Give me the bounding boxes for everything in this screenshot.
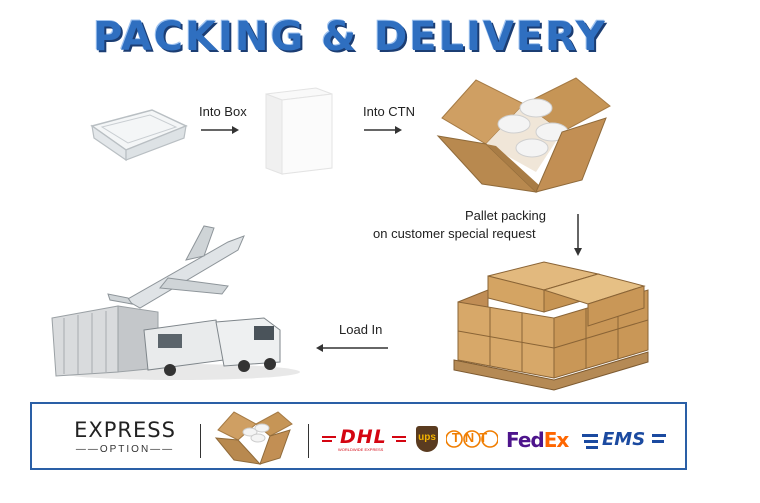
pallet-boxes-image (453, 261, 649, 391)
carton-box-image (436, 77, 611, 193)
white-box-image (265, 87, 333, 175)
ups-label: ups (418, 432, 436, 443)
page-title: PACKING & DELIVERY (93, 14, 607, 60)
express-option-panel: EXPRESS ——OPTION—— DHL WORLDWIDE EXPRESS… (30, 402, 687, 470)
right-arrow-icon (364, 126, 402, 134)
customer-request-label: on customer special request (373, 226, 536, 241)
carton-box-small-image (214, 411, 293, 465)
left-arrow-icon (316, 344, 388, 352)
fedex-logo: FedEx (506, 428, 569, 452)
down-arrow-icon (574, 214, 582, 256)
pallet-packing-label: Pallet packing (465, 208, 546, 223)
divider (200, 424, 201, 458)
tnt-logo: TNT (446, 428, 498, 450)
right-arrow-icon (201, 126, 239, 134)
load-in-label: Load In (339, 322, 383, 337)
ems-logo: EMS (582, 428, 666, 452)
express-option-logo: EXPRESS ——OPTION—— (66, 418, 184, 455)
divider (308, 424, 309, 458)
express-word: EXPRESS (74, 418, 176, 442)
plastic-tray-image (90, 109, 188, 162)
into-box-label: Into Box (199, 104, 247, 119)
into-ctn-label: Into CTN (363, 104, 416, 119)
dhl-logo: DHL WORLDWIDE EXPRESS (322, 426, 406, 452)
dhl-sub-label: WORLDWIDE EXPRESS (338, 447, 384, 452)
dhl-label: DHL (340, 426, 387, 448)
option-word: ——OPTION—— (75, 444, 175, 455)
fedex-label: FedEx (506, 428, 569, 452)
transport-scene-image (51, 225, 300, 380)
ups-logo: ups (416, 426, 438, 452)
ems-label: EMS (602, 429, 646, 450)
